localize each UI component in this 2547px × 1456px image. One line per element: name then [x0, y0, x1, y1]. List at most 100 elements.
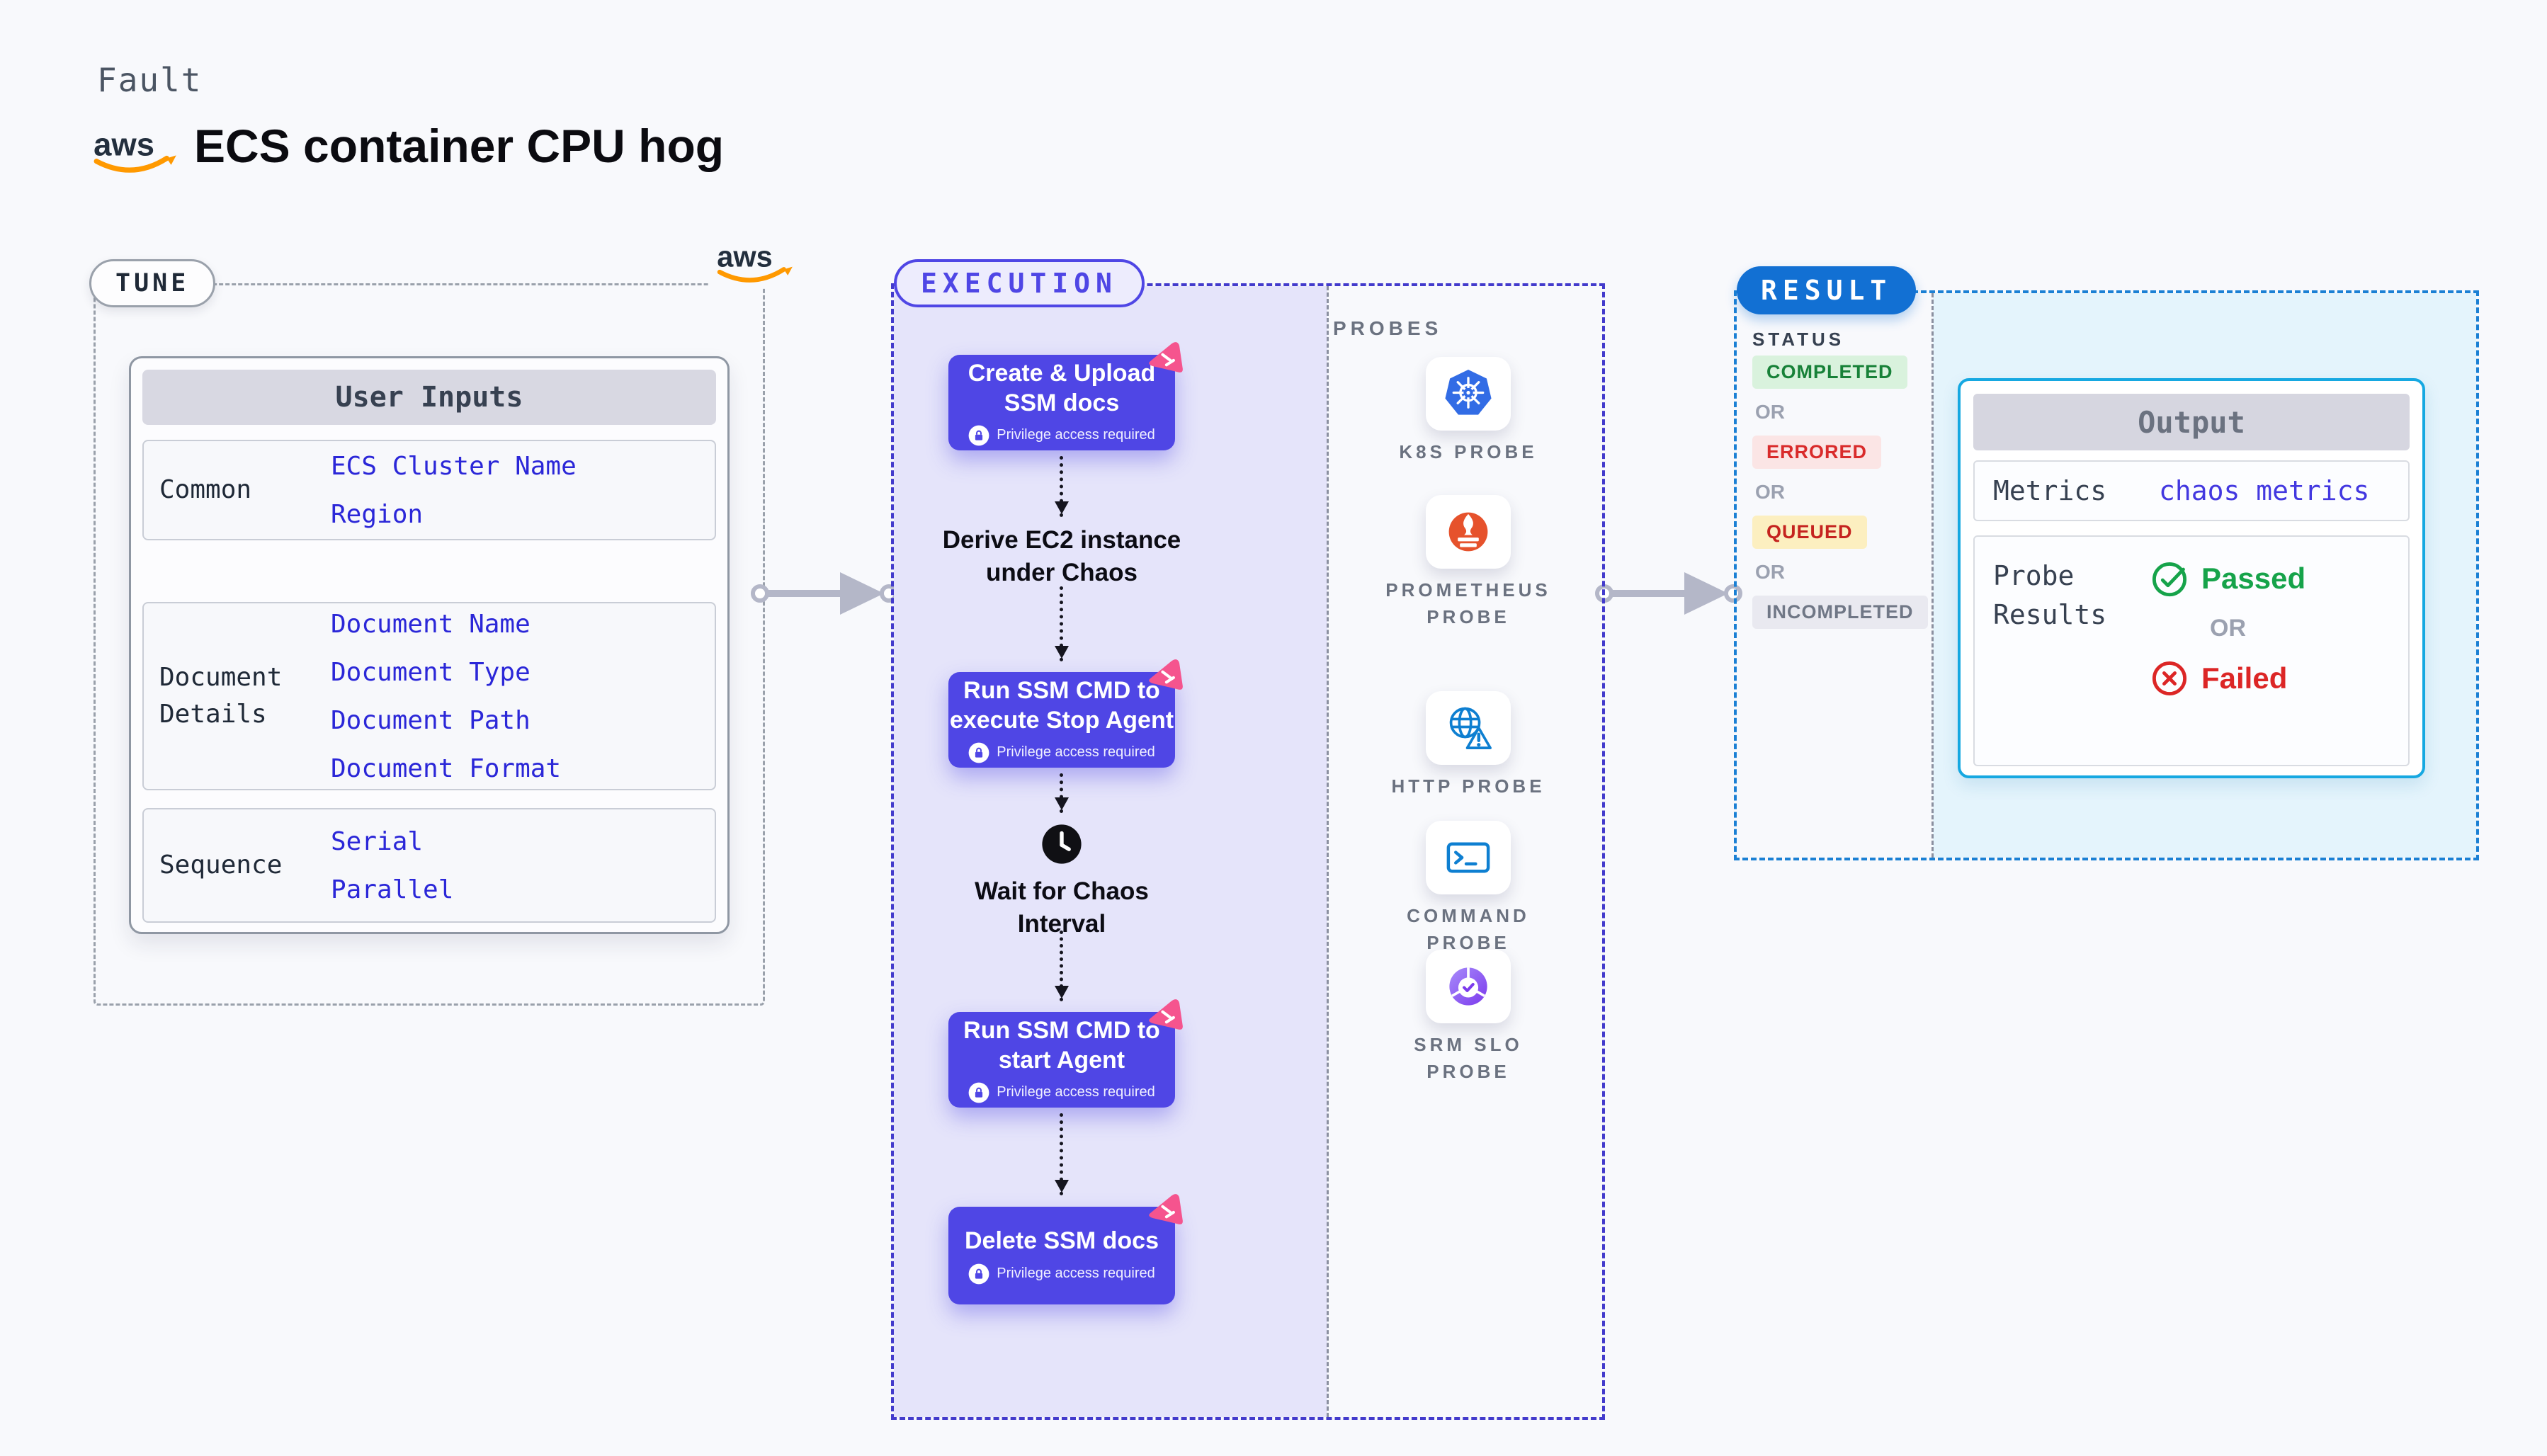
http-globe-warning-icon — [1449, 707, 1492, 749]
status-column-label: STATUS — [1752, 329, 1845, 350]
or-label: OR — [1755, 561, 1785, 583]
input-value: Region — [331, 499, 424, 529]
output-title: Output — [1973, 394, 2410, 450]
srm-slo-probe-card — [1426, 950, 1511, 1023]
step-title: Run SSM CMD to execute Stop Agent — [949, 677, 1174, 734]
input-row-label: Common — [159, 474, 252, 504]
probe-label: COMMAND PROBE — [1407, 905, 1530, 953]
probe-results-row: Probe Results Passed OR Failed — [1973, 535, 2410, 766]
probes-column-label: PROBES — [1333, 317, 1443, 339]
flow-arrow — [1055, 586, 1069, 661]
privilege-note: Privilege access required — [968, 425, 1155, 446]
x-circle-icon — [2152, 661, 2187, 696]
ribbon-icon — [1149, 342, 1183, 372]
clock-icon — [1042, 824, 1082, 864]
http-probe-card — [1426, 691, 1511, 765]
ribbon-icon — [1149, 659, 1183, 690]
privilege-label: Privilege access required — [997, 744, 1155, 761]
metrics-label: Metrics — [1993, 475, 2107, 506]
step-wait-chaos-interval: Wait for Chaos Interval — [975, 877, 1149, 938]
or-label: OR — [1755, 401, 1785, 423]
or-label: OR — [2210, 615, 2246, 642]
step-title: Run SSM CMD to start Agent — [963, 1017, 1160, 1074]
lock-icon — [968, 425, 989, 446]
status-badge-errored: ERRORED — [1752, 436, 1882, 469]
slo-gauge-icon — [1449, 967, 1487, 1006]
step-title: Delete SSM docs — [965, 1227, 1159, 1255]
tune-to-execution-arrow — [751, 571, 898, 616]
probe-label: K8S PROBE — [1399, 441, 1538, 462]
prometheus-icon — [1448, 512, 1488, 552]
privilege-note: Privilege access required — [968, 742, 1155, 763]
step-title: Create & Upload SSM docs — [968, 360, 1156, 416]
output-card: Output Metrics chaos metrics Probe Resul… — [1958, 378, 2425, 778]
execution-to-result-arrow — [1595, 571, 1742, 616]
status-badge-completed: COMPLETED — [1752, 356, 1907, 389]
user-inputs-card: User Inputs Common ECS Cluster Name Regi… — [129, 356, 730, 934]
user-inputs-title: User Inputs — [142, 370, 716, 425]
metrics-row: Metrics chaos metrics — [1973, 460, 2410, 521]
flow-arrow — [1055, 1113, 1069, 1195]
tune-section-label: TUNE — [89, 259, 216, 307]
flow-arrow — [1055, 773, 1069, 813]
lock-icon — [968, 1263, 989, 1285]
probe-label: HTTP PROBE — [1391, 775, 1545, 797]
svg-text:aws: aws — [717, 240, 772, 273]
command-probe-card — [1426, 821, 1511, 894]
step-delete-ssm-docs: Delete SSM docs Privilege access require… — [948, 1194, 1183, 1304]
input-value: Parallel — [331, 875, 454, 904]
privilege-label: Privilege access required — [997, 427, 1155, 443]
result-section-label: RESULT — [1737, 266, 1917, 314]
lock-icon — [968, 1082, 989, 1103]
input-value: Document Name — [331, 609, 531, 639]
privilege-note: Privilege access required — [968, 1082, 1155, 1103]
step-create-upload-ssm-docs: Create & Upload SSM docs Privilege acces… — [948, 342, 1183, 450]
ribbon-icon — [1149, 1194, 1183, 1224]
input-row-label: Sequence — [159, 850, 283, 880]
lock-icon — [968, 742, 989, 763]
page-kicker: Fault — [97, 61, 203, 99]
input-value: Serial — [331, 826, 424, 856]
prometheus-probe-card — [1426, 495, 1511, 569]
tune-section — [93, 283, 765, 1006]
svg-text:aws: aws — [93, 126, 154, 162]
k8s-probe-card — [1426, 357, 1511, 431]
flow-arrow — [1055, 456, 1069, 517]
page-title: ECS container CPU hog — [194, 120, 725, 172]
passed-label: Passed — [2201, 562, 2306, 595]
input-row-document-details: Document Details Document Name Document … — [142, 602, 716, 790]
input-row-common: Common ECS Cluster Name Region — [142, 440, 716, 540]
aws-logo-icon-small: aws — [708, 237, 803, 288]
terminal-icon — [1446, 842, 1490, 873]
input-value: ECS Cluster Name — [331, 451, 577, 481]
failed-result: Failed — [2150, 659, 2305, 698]
result-section: STATUS COMPLETED OR ERRORED OR QUEUED OR… — [1734, 290, 2479, 860]
flow-arrow — [1055, 931, 1069, 1001]
status-badge-incompleted: INCOMPLETED — [1752, 596, 1928, 629]
privilege-label: Privilege access required — [997, 1266, 1155, 1282]
input-row-label: Document Details — [159, 662, 283, 729]
check-circle-icon — [2152, 562, 2187, 597]
step-derive-ec2-instance: Derive EC2 instance under Chaos — [942, 526, 1181, 586]
privilege-label: Privilege access required — [997, 1084, 1155, 1100]
probe-label: PROMETHEUS PROBE — [1385, 579, 1551, 627]
failed-label: Failed — [2201, 661, 2288, 695]
result-divider — [1931, 293, 1934, 858]
input-value: Document Path — [331, 705, 531, 735]
input-value: Document Type — [331, 657, 531, 687]
passed-result: Passed — [2150, 559, 2305, 598]
status-list: COMPLETED OR ERRORED OR QUEUED OR INCOMP… — [1752, 356, 1928, 629]
input-row-sequence: Sequence Serial Parallel — [142, 808, 716, 923]
probe-results-label: Probe Results — [1993, 560, 2107, 631]
or-label: OR — [1755, 481, 1785, 503]
probe-label: SRM SLO PROBE — [1414, 1034, 1523, 1082]
status-badge-queued: QUEUED — [1752, 516, 1867, 549]
execution-section-label: EXECUTION — [894, 259, 1145, 307]
privilege-note: Privilege access required — [968, 1263, 1155, 1285]
metrics-value: chaos metrics — [2159, 475, 2370, 506]
execution-probes-divider — [1327, 286, 1329, 1417]
aws-logo-icon: aws — [92, 125, 180, 178]
ribbon-icon — [1149, 999, 1183, 1030]
step-run-ssm-start-agent: Run SSM CMD to start Agent Privilege acc… — [948, 999, 1183, 1108]
kubernetes-icon — [1445, 369, 1492, 415]
